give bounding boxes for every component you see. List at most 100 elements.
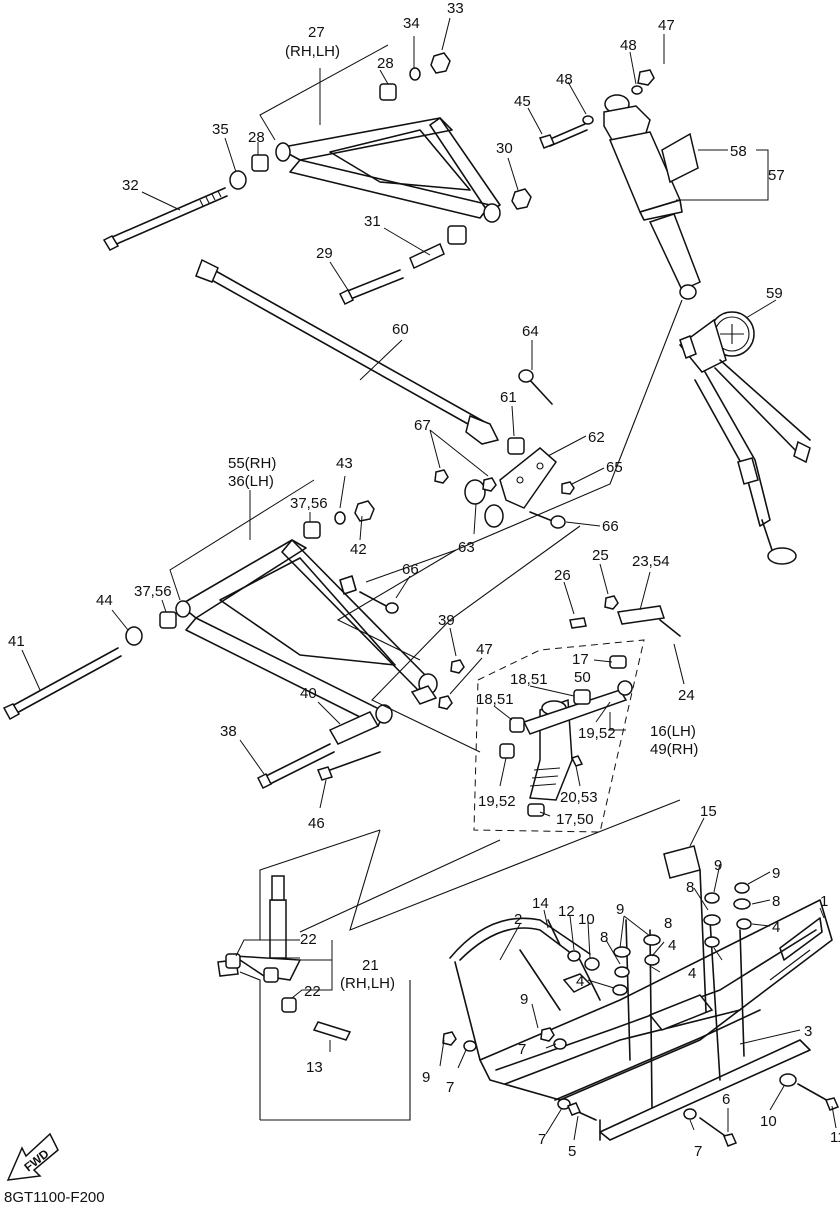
callout-9d: 9 (520, 991, 528, 1008)
lower-a-arm (125, 500, 465, 727)
callout-50: 50 (574, 669, 591, 686)
callout-7c: 7 (694, 1143, 702, 1160)
bolt-41 (2, 647, 122, 721)
callout-8d: 8 (600, 929, 608, 946)
callout-41: 41 (8, 633, 25, 650)
pressure-gauge-tool (678, 311, 811, 565)
bolt-38-40-46 (256, 711, 381, 790)
callout-39: 39 (438, 612, 455, 629)
callout-6: 6 (722, 1091, 730, 1108)
callout-22b: 22 (304, 983, 321, 1000)
callout-64: 64 (522, 323, 539, 340)
callout-38: 38 (220, 723, 237, 740)
callout-17: 17 (572, 651, 589, 668)
callout-33: 33 (447, 0, 464, 17)
bolt-32 (102, 187, 228, 251)
callout-63: 63 (458, 539, 475, 556)
callout-11: 11 (830, 1129, 840, 1146)
callout-10a: 10 (578, 911, 595, 928)
callout-19-52b: 19,52 (478, 793, 516, 810)
upper-a-arm (275, 117, 501, 223)
callout-8c: 8 (664, 915, 672, 932)
ski-column (217, 875, 352, 1041)
callout-8b: 8 (772, 893, 780, 910)
upper-bracket (434, 369, 575, 529)
callout-12: 12 (558, 903, 575, 920)
callout-48a: 48 (620, 37, 637, 54)
callout-22a: 22 (300, 931, 317, 948)
callout-59: 59 (766, 285, 783, 302)
ski (449, 845, 833, 1141)
callout-4d: 4 (688, 965, 696, 982)
callout-37-56b: 37,56 (134, 583, 172, 600)
callout-28a: 28 (377, 55, 394, 72)
callout-15: 15 (700, 803, 717, 820)
callout-62: 62 (588, 429, 605, 446)
callout-4b: 4 (668, 937, 676, 954)
callout-42: 42 (350, 541, 367, 558)
callout-7d: 7 (538, 1131, 546, 1148)
callout-27: 27 (308, 24, 325, 41)
callout-10b: 10 (760, 1113, 777, 1130)
callout-21: 21 (362, 957, 379, 974)
callout-18-51b: 18,51 (476, 691, 514, 708)
callout-35: 35 (212, 121, 229, 138)
callout-24: 24 (678, 687, 695, 704)
callout-49rh: 49(RH) (650, 741, 698, 758)
callout-30: 30 (496, 140, 513, 157)
callout-60: 60 (392, 321, 409, 338)
callout-61: 61 (500, 389, 517, 406)
callout-5: 5 (568, 1143, 576, 1160)
callout-36lh: 36(LH) (228, 473, 274, 490)
callout-25: 25 (592, 547, 609, 564)
callout-19-52a: 19,52 (578, 725, 616, 742)
callout-21-note: (RH,LH) (340, 975, 395, 992)
shock-absorber (538, 69, 701, 300)
bolt-29 (338, 269, 404, 306)
callout-2: 2 (514, 911, 522, 928)
callout-27-note: (RH,LH) (285, 43, 340, 60)
callout-28b: 28 (248, 129, 265, 146)
ski-hardware (442, 882, 840, 1147)
callout-9e: 9 (422, 1069, 430, 1086)
callout-32: 32 (122, 177, 139, 194)
callout-9c: 9 (616, 901, 624, 918)
callout-37-56a: 37,56 (290, 495, 328, 512)
assembly-outlines (239, 299, 683, 1121)
callout-7a: 7 (518, 1041, 526, 1058)
callout-29: 29 (316, 245, 333, 262)
callout-44: 44 (96, 592, 113, 609)
callout-26: 26 (554, 567, 571, 584)
leader-lines (21, 17, 837, 1141)
callout-48b: 48 (556, 71, 573, 88)
tie-rod (195, 258, 500, 445)
callout-47a: 47 (658, 17, 675, 34)
callout-1: 1 (820, 893, 828, 910)
callout-66a: 66 (602, 518, 619, 535)
fwd-arrow-icon: FWD (6, 1132, 59, 1181)
callout-40: 40 (300, 685, 317, 702)
callout-4c: 4 (576, 973, 584, 990)
callout-66b: 66 (402, 561, 419, 578)
callout-31: 31 (364, 213, 381, 230)
callout-labels: 27 (RH,LH) 34 33 28 28 35 32 30 31 29 47… (8, 0, 840, 1160)
figure-code: 8GT1100-F200 (4, 1189, 105, 1206)
callout-13: 13 (306, 1059, 323, 1076)
callout-3: 3 (804, 1023, 812, 1040)
callout-17-50: 17,50 (556, 811, 594, 828)
callout-58: 58 (730, 143, 747, 160)
callout-7b: 7 (446, 1079, 454, 1096)
callout-34: 34 (403, 15, 420, 32)
callout-23-54: 23,54 (632, 553, 670, 570)
callout-55rh: 55(RH) (228, 455, 276, 472)
callout-45: 45 (514, 93, 531, 110)
callout-20-53: 20,53 (560, 789, 598, 806)
callout-9a: 9 (714, 857, 722, 874)
callout-14: 14 (532, 895, 549, 912)
callout-43: 43 (336, 455, 353, 472)
callout-8a: 8 (686, 879, 694, 896)
callout-9b: 9 (772, 865, 780, 882)
callout-67: 67 (414, 417, 431, 434)
